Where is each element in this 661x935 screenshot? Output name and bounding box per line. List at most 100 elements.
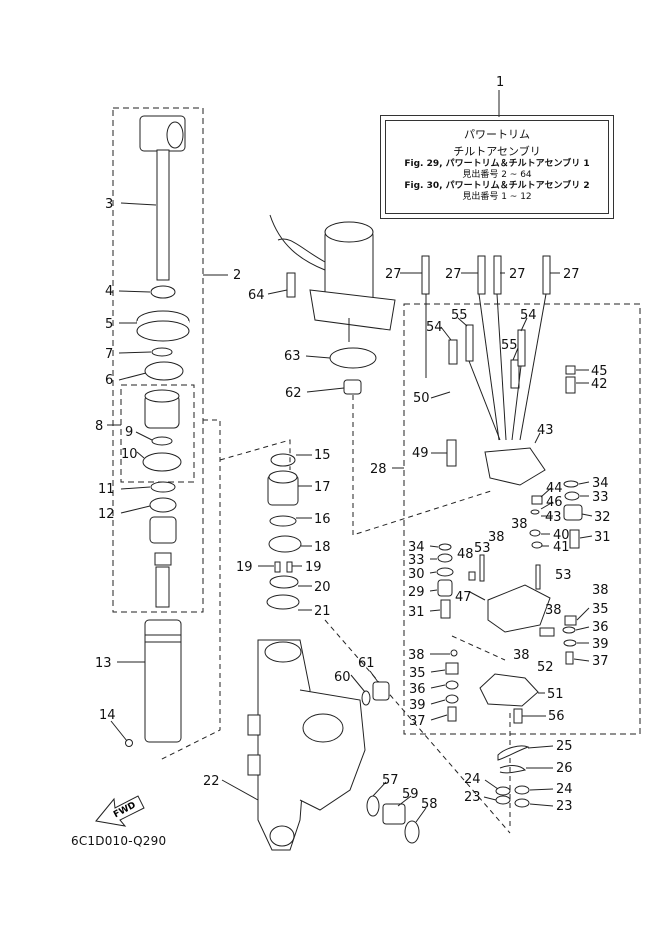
callout-31-right: 31 xyxy=(594,530,611,545)
part-24-o-ring-r xyxy=(514,785,530,795)
part-26-clip xyxy=(499,765,527,774)
callout-48: 48 xyxy=(457,547,474,562)
part-12-free-piston xyxy=(149,516,177,544)
part-33-washer-r xyxy=(564,491,580,501)
callout-51: 51 xyxy=(547,687,564,702)
callout-27-b: 27 xyxy=(445,267,462,282)
part-41-o-ring xyxy=(531,541,543,549)
part-40-o-ring xyxy=(529,529,541,537)
part-28-pump-body xyxy=(484,447,546,486)
part-9-o-ring xyxy=(151,436,173,446)
callout-20: 20 xyxy=(314,580,331,595)
callout-24-right: 24 xyxy=(556,782,573,797)
part-27-bolt-3 xyxy=(493,255,502,295)
callout-46: 46 xyxy=(546,495,563,510)
part-27-bolt-4 xyxy=(542,255,551,295)
callout-50: 50 xyxy=(413,391,430,406)
part-16-ring xyxy=(269,515,297,527)
callout-31-left: 31 xyxy=(408,605,425,620)
callout-10: 10 xyxy=(121,447,138,462)
dash-line-62 xyxy=(352,395,495,536)
callout-38-upper: 38 xyxy=(511,517,528,532)
part-38-ball-l xyxy=(450,649,458,657)
callout-43-top: 43 xyxy=(537,423,554,438)
part-23-washer-r xyxy=(514,798,530,808)
callout-62: 62 xyxy=(285,386,302,401)
callout-63: 63 xyxy=(284,349,301,364)
callout-35-left: 35 xyxy=(409,666,426,681)
part-49-spring xyxy=(446,439,457,467)
callout-34-right: 34 xyxy=(592,476,609,491)
fwd-arrow-icon: FWD xyxy=(95,795,145,827)
callout-14: 14 xyxy=(99,708,116,723)
callout-24-left: 24 xyxy=(464,772,481,787)
part-53-shaft-a xyxy=(479,554,485,582)
callout-2: 2 xyxy=(233,268,241,283)
callout-30: 30 xyxy=(408,567,425,582)
callout-26: 26 xyxy=(556,761,573,776)
callout-28: 28 xyxy=(370,462,387,477)
callout-38-mid: 38 xyxy=(545,603,562,618)
callout-9: 9 xyxy=(125,425,133,440)
tilt-rod xyxy=(156,149,170,281)
drawing-code: 6C1D010-Q290 xyxy=(71,834,167,848)
part-4-seal xyxy=(150,285,176,299)
dash-line-15 xyxy=(219,439,291,470)
callout-23-right: 23 xyxy=(556,799,573,814)
callout-61: 61 xyxy=(358,656,375,671)
part-36-washer-l xyxy=(445,680,459,690)
part-39-o-ring-l xyxy=(445,694,459,704)
part-21-circlip xyxy=(266,594,300,610)
callout-35-right: 35 xyxy=(592,602,609,617)
part-55-screw-a xyxy=(465,324,474,362)
part-45-valve xyxy=(565,365,576,375)
callout-36-right: 36 xyxy=(592,620,609,635)
part-7-o-ring xyxy=(151,347,173,357)
callout-45: 45 xyxy=(591,364,608,379)
legend-title-1: パワートリム xyxy=(464,128,530,141)
part-39-o-ring-r xyxy=(563,639,577,647)
group-box-piston xyxy=(120,384,195,483)
part-gear-pump xyxy=(487,584,551,633)
callout-38-left: 38 xyxy=(408,648,425,663)
callout-42: 42 xyxy=(591,377,608,392)
callout-39-left: 39 xyxy=(409,698,426,713)
callout-32: 32 xyxy=(594,510,611,525)
legend-box: パワートリム チルトアセンブリ Fig. 29, パワートリム＆チルトアセンブリ… xyxy=(380,115,614,219)
part-48-pin xyxy=(468,571,476,581)
callout-55-left: 55 xyxy=(451,308,468,323)
callout-5: 5 xyxy=(105,317,113,332)
callout-58: 58 xyxy=(421,797,438,812)
part-42-spring xyxy=(565,376,576,394)
part-59-plug xyxy=(382,803,406,825)
part-36-washer-r xyxy=(562,626,576,634)
callout-36-left: 36 xyxy=(409,682,426,697)
callout-41: 41 xyxy=(553,540,570,555)
callout-12: 12 xyxy=(98,507,115,522)
part-52-plate xyxy=(539,627,555,637)
legend-fig30-range: 見出番号 1 ~ 12 xyxy=(462,192,532,202)
part-53-shaft-b xyxy=(535,564,541,590)
callout-39-right: 39 xyxy=(592,637,609,652)
callout-8: 8 xyxy=(95,419,103,434)
part-64-screw xyxy=(286,272,296,298)
callout-55-right: 55 xyxy=(501,338,518,353)
callout-38-top: 38 xyxy=(488,530,505,545)
callout-47: 47 xyxy=(455,590,472,605)
callout-34-left: 34 xyxy=(408,540,425,555)
callout-54-left: 54 xyxy=(426,320,443,335)
part-35-valve-r xyxy=(564,615,577,626)
part-58-clip xyxy=(404,820,420,844)
part-31-spring-r xyxy=(569,529,580,549)
part-12-seal xyxy=(149,497,177,513)
part-32-valve xyxy=(563,504,583,521)
callout-4: 4 xyxy=(105,284,113,299)
callout-33-right: 33 xyxy=(592,490,609,505)
part-51-plate xyxy=(479,673,539,707)
callout-64: 64 xyxy=(248,288,265,303)
legend-title-2: チルトアセンブリ xyxy=(453,145,541,158)
part-34-o-ring-l xyxy=(438,543,452,551)
callout-18: 18 xyxy=(314,540,331,555)
